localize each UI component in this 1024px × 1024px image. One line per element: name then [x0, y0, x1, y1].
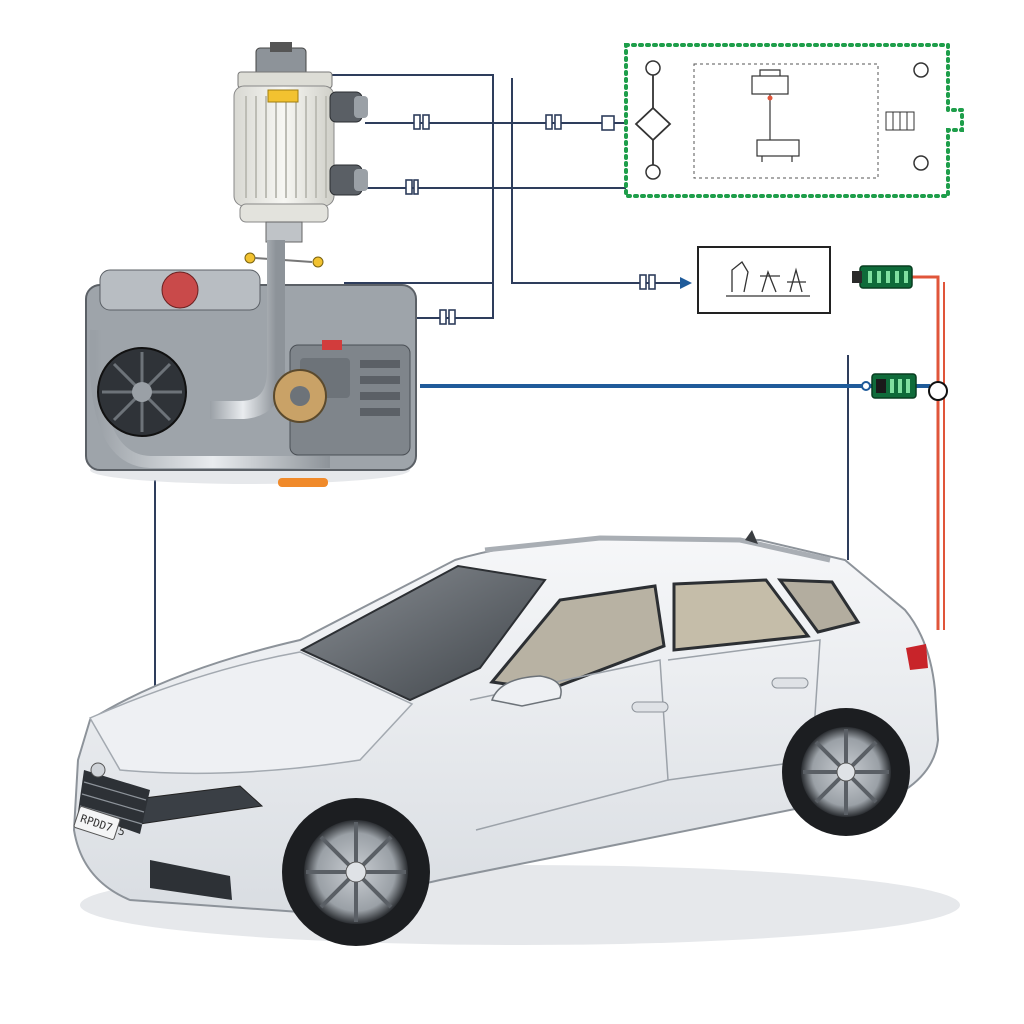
- front-wheel-icon: [282, 798, 430, 946]
- outlet-port-icon: [329, 91, 368, 196]
- hatchback-car-icon: RPDD7 5: [72, 530, 960, 946]
- front-door-line: [469, 659, 669, 831]
- orange-tag: [278, 478, 328, 487]
- door-handle: [631, 701, 669, 713]
- air-filter-canister-icon: [233, 42, 368, 268]
- rear-wheel-icon: [782, 708, 910, 836]
- junction-node-icon: [928, 381, 948, 401]
- signal-line-d: [511, 78, 690, 284]
- antenna-icon: [745, 530, 758, 544]
- power-connector: [852, 265, 913, 289]
- quarter-window: [776, 578, 861, 634]
- rear-door-line: [667, 639, 821, 781]
- rear-side-window: [672, 578, 811, 652]
- warning-label: [267, 89, 299, 103]
- hood: [88, 651, 414, 775]
- arrow-icon: [680, 277, 692, 289]
- mount-hole-icons: [645, 60, 929, 180]
- plug-icon: [601, 115, 628, 131]
- sensor-module-icon: [697, 246, 831, 314]
- inline-connector-icon: [545, 114, 562, 130]
- valve-symbol-icon: [634, 75, 672, 165]
- roof-rail: [484, 535, 831, 563]
- power-lines: [912, 275, 945, 630]
- control-unit-box: [624, 43, 964, 198]
- schematic-symbol-icon: [751, 69, 800, 162]
- brand-logo-icon: [90, 762, 106, 778]
- engine-assembly-icon: [85, 240, 417, 487]
- side-mirror: [490, 675, 562, 707]
- inline-connector-icon: [405, 179, 419, 195]
- tail-light: [906, 644, 928, 670]
- door-handle: [771, 677, 809, 689]
- mount-bracket-icon: [244, 252, 324, 268]
- bus-tap-icon: [861, 381, 871, 391]
- inline-connectors: [405, 114, 656, 325]
- inline-connector-icon: [639, 274, 656, 290]
- power-line-a: [912, 275, 940, 630]
- control-unit-inner-frame: [693, 63, 879, 179]
- inline-connector-icon: [413, 114, 430, 130]
- terminal-block-icon: [885, 111, 915, 131]
- inline-connector-icon: [439, 309, 456, 325]
- bus-connector: [871, 373, 917, 399]
- windshield: [299, 564, 547, 702]
